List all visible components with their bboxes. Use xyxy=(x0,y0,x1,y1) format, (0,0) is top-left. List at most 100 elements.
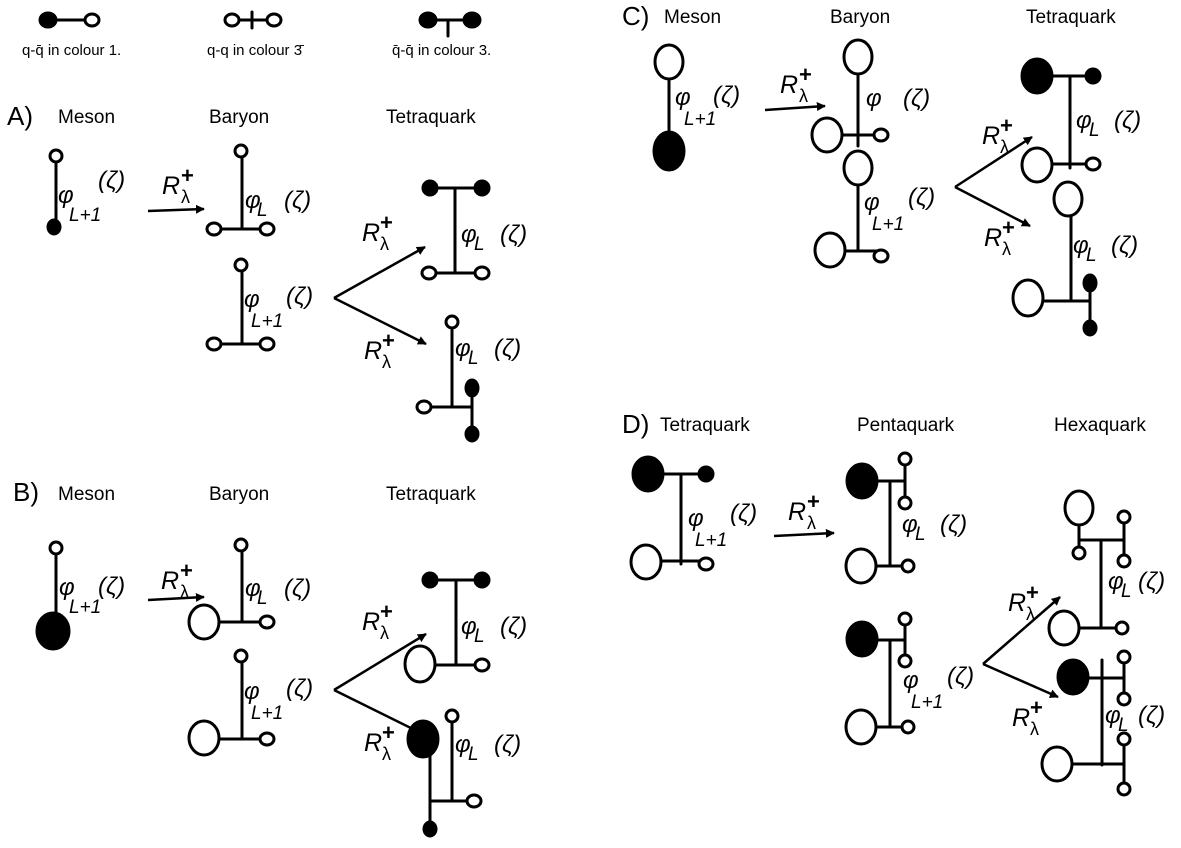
svg-text:φ: φ xyxy=(59,574,75,601)
svg-text:(ζ): (ζ) xyxy=(284,575,311,602)
panel-b-col2-title: Baryon xyxy=(209,484,269,505)
panel-b-raising-operator-1: R + λ xyxy=(147,558,205,602)
svg-text:(ζ): (ζ) xyxy=(286,675,313,702)
svg-text:L+1: L+1 xyxy=(911,692,943,713)
legend-diquark-symbol xyxy=(223,10,283,30)
panel-c-tetraquark-upper-wavefunction: φ L (ζ) xyxy=(1076,107,1141,141)
legend-label-colour-3bar: q-q in colour 3̄ xyxy=(207,42,304,59)
legend-label-colour-3: q̄-q̄ in colour 3. xyxy=(392,42,491,59)
panel-b-meson-wavefunction: φ L+1 (ζ) xyxy=(59,573,125,618)
svg-text:L+1: L+1 xyxy=(251,311,283,332)
svg-text:λ: λ xyxy=(380,623,389,643)
svg-text:(ζ): (ζ) xyxy=(908,184,935,211)
svg-text:L+1: L+1 xyxy=(69,597,101,618)
svg-text:R: R xyxy=(362,219,380,247)
svg-text:R: R xyxy=(364,337,382,365)
svg-text:φ: φ xyxy=(455,731,471,758)
panel-a-meson-diagram xyxy=(46,148,64,236)
panel-a-tetraquark-lower-diagram xyxy=(415,314,480,443)
svg-text:φ: φ xyxy=(244,678,260,705)
panel-c-raising-operator-2: R + λ R + λ xyxy=(954,113,1033,259)
panel-a-tetraquark-upper-wavefunction: φ L (ζ) xyxy=(461,221,527,255)
panel-a-meson-wavefunction: φ L+1 (ζ) xyxy=(58,167,125,226)
svg-text:+: + xyxy=(181,163,194,188)
panel-a-col3-title: Tetraquark xyxy=(386,107,476,128)
panel-a-baryon-l1-diagram xyxy=(205,257,276,352)
svg-text:R: R xyxy=(780,71,798,99)
svg-text:φ: φ xyxy=(1076,107,1092,134)
svg-text:φ: φ xyxy=(455,335,471,362)
svg-text:(ζ): (ζ) xyxy=(1114,107,1141,134)
svg-text:φ: φ xyxy=(245,187,261,214)
svg-text:(ζ): (ζ) xyxy=(1138,568,1165,595)
svg-text:+: + xyxy=(1000,113,1013,138)
svg-text:+: + xyxy=(1002,215,1015,240)
svg-text:+: + xyxy=(380,210,393,235)
panel-d-raising-operator-2: R + λ R + λ xyxy=(982,580,1061,739)
svg-text:λ: λ xyxy=(799,86,808,106)
svg-text:L: L xyxy=(474,234,485,255)
svg-text:λ: λ xyxy=(1002,239,1011,259)
svg-text:φ: φ xyxy=(1073,232,1089,259)
panel-c-meson-wavefunction: φ L+1 (ζ) xyxy=(675,82,740,130)
panel-d-pentaquark-lower-diagram xyxy=(844,611,916,746)
panel-c-raising-operator-1: R + λ xyxy=(764,62,826,112)
legend-meson-symbol xyxy=(38,11,101,29)
svg-text:φ: φ xyxy=(244,286,260,313)
svg-text:(ζ): (ζ) xyxy=(1111,232,1138,259)
svg-text:L: L xyxy=(474,626,485,647)
svg-text:+: + xyxy=(1030,695,1043,720)
svg-text:L: L xyxy=(1121,581,1132,602)
panel-b-tetraquark-upper-wavefunction: φ L (ζ) xyxy=(461,613,527,647)
panel-c-baryon-lower-wavefunction: φ L+1 (ζ) xyxy=(864,184,935,235)
svg-text:(ζ): (ζ) xyxy=(940,511,967,538)
panel-c-baryon-lower-diagram xyxy=(813,149,890,269)
svg-text:φ: φ xyxy=(866,85,882,112)
svg-text:φ: φ xyxy=(864,189,880,216)
panel-c-baryon-upper-diagram xyxy=(810,38,890,154)
svg-text:L: L xyxy=(468,744,479,765)
panel-d-tetraquark-diagram xyxy=(629,455,715,581)
svg-text:(ζ): (ζ) xyxy=(494,731,521,758)
legend-label-colour-1: q-q̄ in colour 1. xyxy=(22,42,121,59)
panel-d-tetraquark-wavefunction: φ L+1 (ζ) xyxy=(688,500,757,551)
svg-text:L+1: L+1 xyxy=(695,530,727,551)
svg-text:λ: λ xyxy=(380,234,389,254)
svg-text:(ζ): (ζ) xyxy=(98,573,125,600)
svg-text:L+1: L+1 xyxy=(69,205,101,226)
legend: q-q̄ in colour 1. q-q in colour 3̄ q̄-q̄… xyxy=(22,10,491,59)
legend-antidiquark-symbol xyxy=(418,11,482,38)
svg-text:(ζ): (ζ) xyxy=(494,335,521,362)
svg-text:λ: λ xyxy=(1026,604,1035,624)
panel-a-tetraquark-lower-wavefunction: φ L (ζ) xyxy=(455,335,521,369)
panel-a-raising-operator-1: R + λ xyxy=(147,163,205,214)
panel-d-col1-title: Tetraquark xyxy=(660,415,750,436)
panel-a-baryon-l-diagram xyxy=(205,143,276,237)
svg-text:+: + xyxy=(180,558,193,583)
panel-b-col1-title: Meson xyxy=(58,484,115,505)
panel-b-tetraquark-upper-diagram xyxy=(403,571,491,684)
svg-text:(ζ): (ζ) xyxy=(947,663,974,690)
svg-text:R: R xyxy=(1008,589,1026,617)
svg-text:R: R xyxy=(788,498,806,526)
panel-c-col3-title: Tetraquark xyxy=(1026,7,1116,28)
svg-text:φ: φ xyxy=(688,505,704,532)
svg-text:R: R xyxy=(162,172,180,200)
svg-text:+: + xyxy=(799,62,812,87)
panel-d-tag: D) xyxy=(622,409,649,439)
svg-text:(ζ): (ζ) xyxy=(284,187,311,214)
svg-text:λ: λ xyxy=(382,352,391,372)
panel-b-raising-operator-2: R + λ R + λ xyxy=(333,599,428,764)
panel-d-col3-title: Hexaquark xyxy=(1054,415,1146,436)
panel-c-col1-title: Meson xyxy=(664,7,721,28)
svg-text:L: L xyxy=(1086,245,1097,266)
svg-text:L+1: L+1 xyxy=(872,214,904,235)
svg-text:λ: λ xyxy=(1030,719,1039,739)
svg-text:L+1: L+1 xyxy=(251,703,283,724)
panel-a-col2-title: Baryon xyxy=(209,107,269,128)
panel-d-hexaquark-upper-wavefunction: φ L (ζ) xyxy=(1108,568,1165,602)
panel-a-baryon-l-wavefunction: φ L (ζ) xyxy=(245,187,311,221)
panel-a-tetraquark-upper-diagram xyxy=(420,179,491,281)
panel-b-tetraquark-lower-diagram xyxy=(406,708,483,838)
